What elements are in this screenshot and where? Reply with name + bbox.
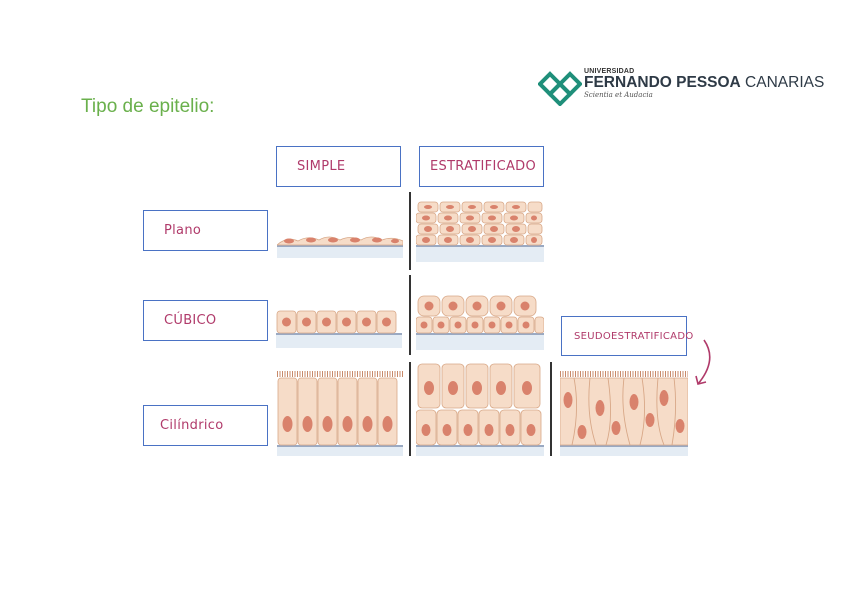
row-cubic: CÚBICO bbox=[143, 300, 268, 341]
stratified-squamous-illustration bbox=[416, 201, 544, 262]
logo-line2: FERNANDO PESSOA CANARIAS bbox=[584, 74, 825, 91]
divider-line bbox=[409, 192, 411, 270]
logo-motto: Scientia et Audacia bbox=[584, 91, 653, 99]
simple-columnar-illustration bbox=[277, 371, 403, 456]
stratified-columnar-illustration bbox=[416, 363, 544, 456]
column-stratified: ESTRATIFICADO bbox=[419, 146, 544, 187]
column-pseudostratified: SEUDOESTRATIFICADO bbox=[561, 316, 693, 356]
university-logo: UNIVERSIDAD FERNANDO PESSOA CANARIAS Sci… bbox=[538, 68, 824, 108]
simple-squamous-illustration bbox=[277, 236, 403, 258]
row-flat: Plano bbox=[143, 210, 268, 251]
divider-line bbox=[409, 275, 411, 355]
row-cylindrical: Cilíndrico bbox=[143, 405, 268, 446]
pseudostratified-illustration bbox=[560, 371, 688, 456]
diamond-lattice-logo-icon bbox=[538, 71, 582, 106]
divider-line bbox=[550, 362, 552, 456]
logo-line1: UNIVERSIDAD bbox=[584, 68, 635, 75]
simple-cuboidal-illustration bbox=[276, 310, 402, 348]
stratified-cuboidal-illustration bbox=[416, 295, 544, 350]
divider-line bbox=[409, 362, 411, 456]
column-simple: SIMPLE bbox=[276, 146, 401, 187]
page-title: Tipo de epitelio: bbox=[81, 96, 215, 117]
curved-arrow-icon bbox=[695, 339, 711, 385]
